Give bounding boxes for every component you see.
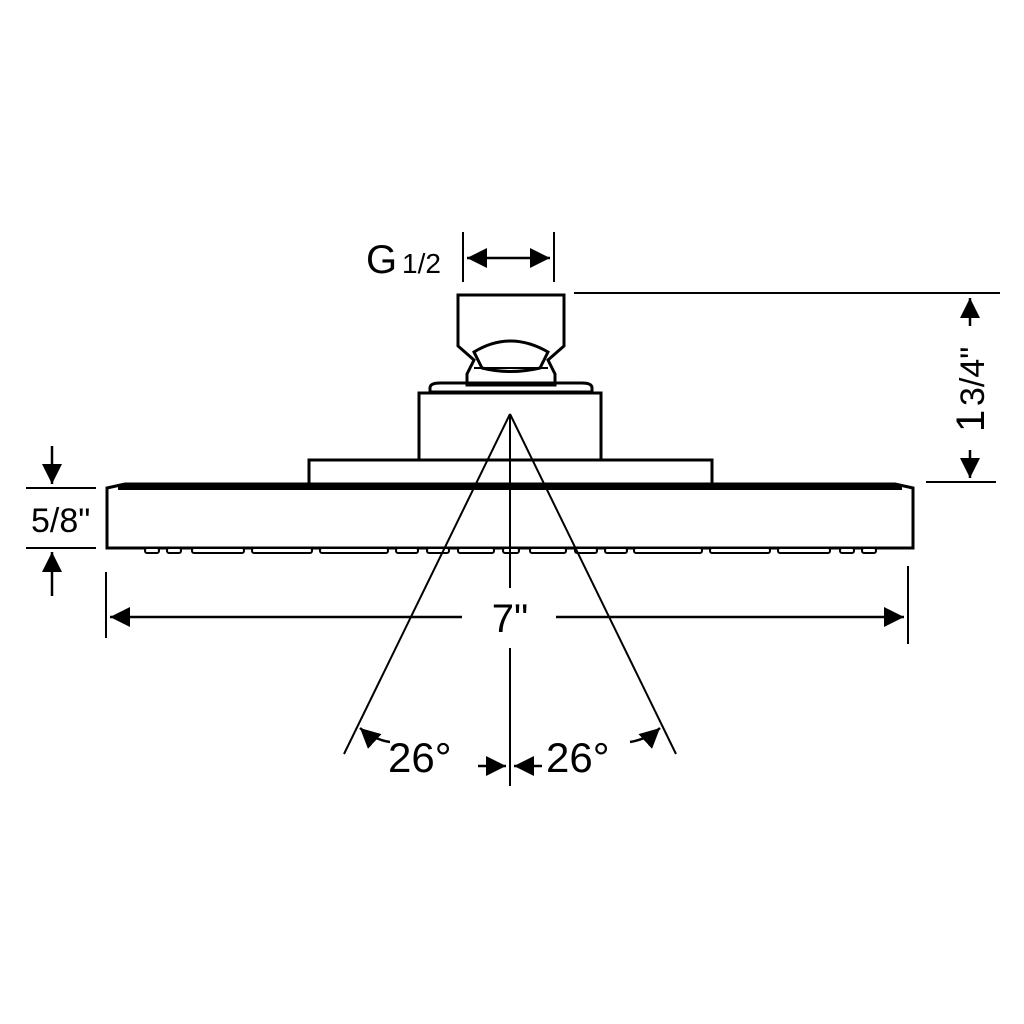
spray-angle-left-label: 26°	[388, 734, 452, 781]
thickness-label: 5/8"	[31, 502, 90, 540]
thread-dimension: G 1/2	[366, 232, 555, 282]
thread-fraction-label: 1/2	[402, 248, 441, 279]
thread-prefix-label: G	[366, 238, 397, 282]
thickness-dimension: 5/8"	[26, 446, 96, 596]
height-whole-label: 1	[949, 410, 993, 432]
nozzle-row	[144, 547, 877, 554]
width-label: 7"	[492, 597, 528, 641]
width-dimension: 7"	[105, 566, 909, 644]
height-dimension: 1 3/4"	[574, 292, 1000, 483]
spray-angle-dimension: 26° 26°	[359, 727, 661, 781]
height-fraction-label: 3/4"	[954, 347, 992, 406]
spray-cone	[343, 413, 677, 786]
spray-angle-right-label: 26°	[546, 734, 610, 781]
